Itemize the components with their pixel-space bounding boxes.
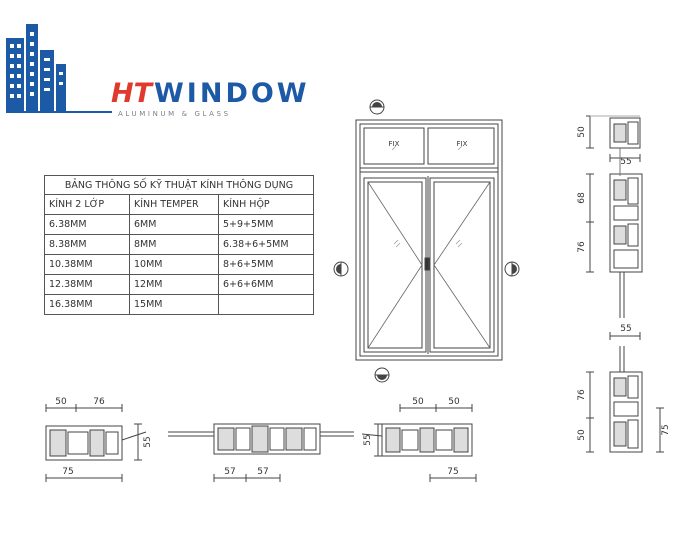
table-row: 8.38MM 8MM 6.38+6+5MM: [44, 234, 314, 255]
column-header-laminated: KÍNH 2 LỚP: [44, 194, 130, 215]
brand-logo: HTWINDOW ALUMINUM & GLASS: [4, 20, 307, 120]
column-header-insulated: KÍNH HỘP: [218, 194, 314, 215]
fixed-panel-label: FIX: [389, 140, 400, 148]
brand-tagline: ALUMINUM & GLASS: [118, 110, 231, 118]
table-cell: 12MM: [129, 274, 219, 295]
dimension-label: 75: [447, 467, 458, 477]
table-cell: 6+6+6MM: [218, 274, 314, 295]
dimension-label: 50: [412, 397, 424, 407]
dimension-label: 57: [224, 467, 235, 477]
dimension-label: 50: [577, 126, 587, 138]
brand-name: HTWINDOW: [111, 78, 310, 109]
dimension-label: 55: [363, 434, 373, 445]
table-header-row: KÍNH 2 LỚP KÍNH TEMPER KÍNH HỘP: [44, 194, 314, 215]
table-cell: 6.38MM: [44, 214, 130, 235]
table-row: 16.38MM 15MM: [44, 294, 314, 315]
dimension-label: 50: [55, 397, 67, 407]
table-cell: 8+6+5MM: [218, 254, 314, 275]
dimension-label: 76: [93, 397, 105, 407]
dimension-label: 75: [661, 424, 671, 435]
table-cell: 8.38MM: [44, 234, 130, 255]
horizontal-section-middle: [168, 423, 354, 482]
opening-direction-lines: [367, 181, 491, 349]
table-cell: 12.38MM: [44, 274, 130, 295]
brand-word: WINDOW: [154, 78, 310, 109]
table-cell: 6MM: [129, 214, 219, 235]
brand-prefix: HT: [111, 78, 153, 109]
glass-spec-table: BẢNG THÔNG SỐ KỸ THUẬT KÍNH THÔNG DỤNG K…: [44, 175, 314, 315]
dimension-label: 55: [143, 436, 153, 447]
table-cell: 6.38+6+5MM: [218, 234, 314, 255]
window-elevation: [355, 119, 503, 361]
table-row: 6.38MM 6MM 5+9+5MM: [44, 214, 314, 235]
dimension-label: 76: [577, 241, 587, 253]
table-cell: 10.38MM: [44, 254, 130, 275]
table-title: BẢNG THÔNG SỐ KỸ THUẬT KÍNH THÔNG DỤNG: [44, 175, 314, 195]
vertical-section-drawing: [586, 115, 664, 453]
building-logo-icon: [6, 24, 112, 113]
dimension-label: 55: [620, 157, 631, 167]
table-cell: 8MM: [129, 234, 219, 255]
horizontal-section-left: [45, 404, 147, 482]
dimension-label: 55: [620, 324, 631, 334]
table-row: 10.38MM 10MM 8+6+5MM: [44, 254, 314, 275]
dimension-label: 68: [577, 192, 587, 204]
window-handle-icon: [424, 257, 430, 271]
dimension-label: 76: [577, 389, 587, 401]
dimension-label: 75: [62, 467, 73, 477]
table-cell: 16.38MM: [44, 294, 130, 315]
section-marker-icon: [333, 99, 520, 383]
table-cell: 5+9+5MM: [218, 214, 314, 235]
column-header-tempered: KÍNH TEMPER: [129, 194, 219, 215]
dimension-label: 57: [257, 467, 268, 477]
dimension-label: 50: [577, 429, 587, 441]
table-title-row: BẢNG THÔNG SỐ KỸ THUẬT KÍNH THÔNG DỤNG: [44, 175, 314, 195]
table-row: 12.38MM 12MM 6+6+6MM: [44, 274, 314, 295]
fixed-panel-label: FIX: [457, 140, 468, 148]
table-cell: [218, 294, 314, 315]
table-cell: 15MM: [129, 294, 219, 315]
horizontal-section-right: [361, 404, 477, 482]
dimension-label: 50: [448, 397, 460, 407]
table-cell: 10MM: [129, 254, 219, 275]
